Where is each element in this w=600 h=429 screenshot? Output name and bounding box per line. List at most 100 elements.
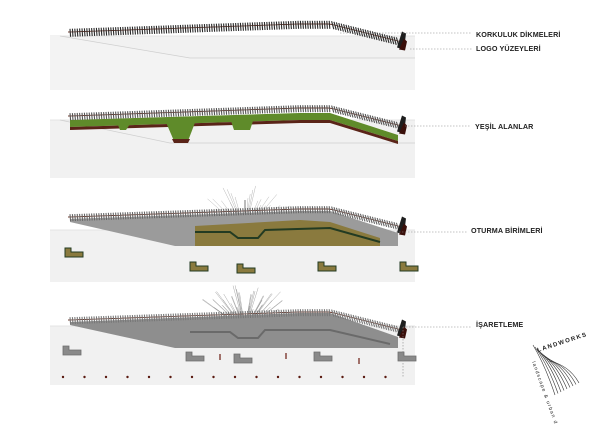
railing-post	[374, 116, 378, 124]
railing-post	[71, 317, 74, 325]
railing-post	[239, 107, 242, 115]
railing-post	[129, 26, 132, 35]
railing-post	[146, 314, 148, 322]
railing-post	[285, 206, 288, 214]
railing-post	[383, 34, 388, 43]
railing-post	[335, 106, 340, 114]
railing-post	[76, 316, 79, 324]
railing-post	[268, 21, 271, 30]
railing-post	[215, 23, 218, 32]
railing-post	[283, 105, 285, 113]
railing-post	[103, 315, 105, 324]
railing-post	[391, 324, 395, 332]
railing-post	[254, 106, 256, 114]
railing-post	[225, 311, 228, 319]
railing-post	[379, 33, 383, 42]
railing-post	[227, 311, 230, 319]
railing-post	[261, 310, 264, 318]
railing-post	[81, 112, 84, 120]
railing-post	[379, 321, 383, 329]
railing-post	[251, 106, 254, 114]
railing-post	[275, 206, 278, 215]
label-korkuluk-dikmeleri: KORKULUK DİKMELERİ	[476, 30, 561, 39]
railing-post	[381, 322, 385, 330]
railing-post	[299, 20, 302, 29]
railing-post	[74, 28, 76, 37]
layer3-structure	[70, 211, 398, 246]
railing-post	[335, 207, 340, 215]
railing-post	[141, 26, 144, 35]
seating-unit	[317, 261, 337, 272]
seating-unit	[64, 247, 84, 258]
railing-post	[179, 24, 182, 33]
railing-post	[177, 210, 180, 218]
railing-post	[115, 315, 117, 323]
railing-post	[376, 217, 380, 226]
railing-post	[256, 207, 259, 215]
railing-post	[362, 113, 366, 121]
railing-post	[367, 318, 371, 326]
railing-post	[69, 113, 72, 121]
railing-post	[263, 21, 266, 31]
railing-post	[328, 20, 331, 29]
railing-post	[235, 107, 237, 115]
railing-post	[319, 20, 321, 29]
layer1-railing	[67, 20, 407, 51]
railing-post	[165, 109, 168, 117]
railing-post	[376, 116, 380, 125]
railing-post	[249, 106, 252, 114]
railing-post	[79, 112, 81, 120]
terrain-slope	[50, 36, 415, 90]
railing-post	[175, 25, 177, 34]
railing-post	[129, 111, 132, 119]
railing-post	[103, 212, 105, 221]
railing-post	[343, 108, 347, 116]
railing-post	[136, 314, 139, 322]
railing-post	[184, 109, 187, 117]
railing-post	[244, 311, 247, 319]
railing-post	[355, 27, 359, 36]
railing-post	[158, 211, 160, 219]
railing-post	[391, 36, 395, 45]
railing-post	[225, 107, 228, 115]
railing-post	[213, 209, 216, 217]
railing-post	[199, 24, 201, 33]
railing-post	[143, 110, 146, 118]
railing-post	[177, 24, 180, 34]
railing-post	[376, 32, 380, 41]
railing-post	[196, 24, 199, 33]
railing-post	[208, 209, 211, 217]
terrain-line	[59, 35, 415, 59]
railing-post	[100, 316, 103, 324]
railing-post	[206, 209, 208, 217]
railing-post	[184, 210, 187, 218]
railing-post	[393, 121, 397, 129]
seat-block	[399, 261, 419, 272]
railing-post	[182, 24, 184, 33]
railing-post	[100, 27, 103, 36]
railing-post	[374, 320, 378, 328]
marker-dot	[341, 375, 344, 379]
railing-post	[247, 207, 249, 216]
railing-post	[347, 210, 352, 218]
railing-post	[172, 109, 175, 117]
marker-dot	[126, 375, 129, 379]
railing-post	[326, 105, 328, 113]
railing-post	[304, 206, 307, 214]
railing-post	[184, 24, 187, 33]
railing-post	[223, 23, 225, 32]
railing-post	[124, 26, 127, 35]
railing-post	[117, 27, 120, 36]
railing-post	[127, 212, 129, 220]
railing-post	[218, 107, 220, 116]
railing-post	[95, 27, 98, 36]
railing-post	[165, 313, 168, 321]
railing-post	[201, 108, 204, 116]
railing-post	[333, 207, 337, 215]
railing-post	[242, 22, 244, 31]
railing-post	[393, 36, 397, 45]
railing-post	[376, 320, 380, 329]
railing-post	[295, 309, 297, 317]
railing-post	[247, 310, 249, 319]
railing-post	[297, 105, 300, 113]
